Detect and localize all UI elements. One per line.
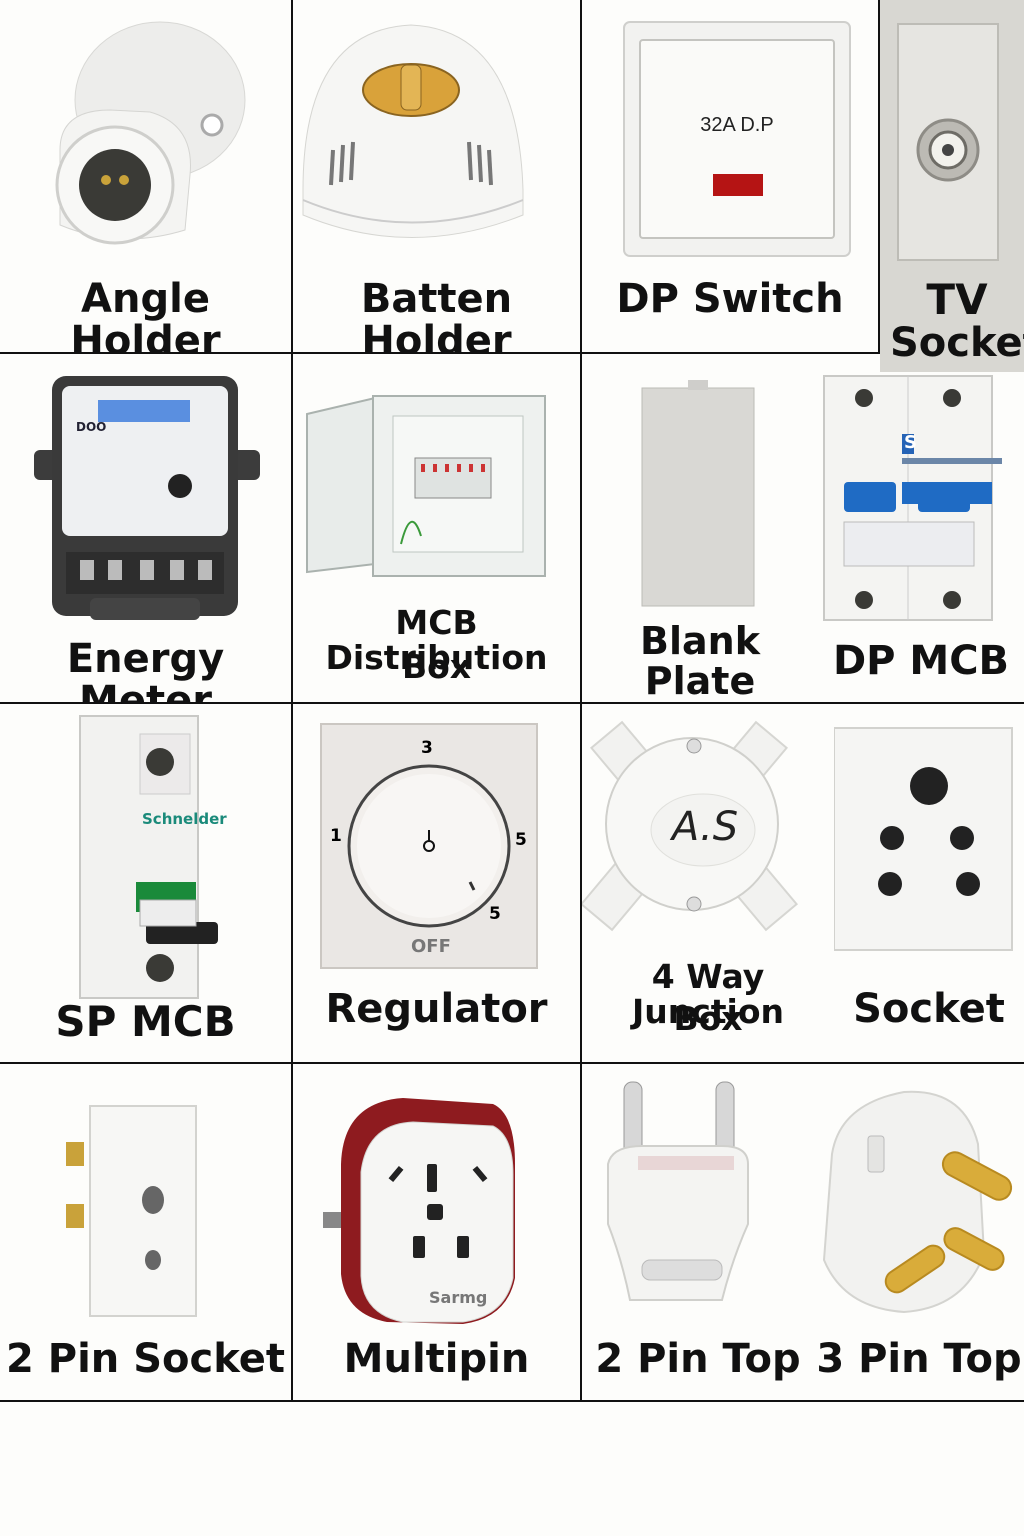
- mcb-distribution-box-cell: MCB Distribution Box: [293, 354, 580, 702]
- multipin-cell: Sarmg Multipin: [293, 1064, 580, 1400]
- blank-plate-label: Blank Plate: [640, 619, 760, 702]
- sp-mcb-brand: Schnelder: [142, 810, 227, 828]
- three-pin-top-image: [822, 1090, 1013, 1314]
- two-pin-socket-label: 2 Pin Socket: [6, 1336, 285, 1382]
- energy-meter-brand: DOO: [76, 420, 107, 434]
- dp-mcb-image: [823, 375, 1002, 621]
- regulator-dial-right: 5: [515, 830, 527, 850]
- tv-socket-image: [897, 23, 999, 261]
- sp-mcb-cell: Schnelder SP MCB: [0, 704, 291, 1062]
- regulator-cell: 3 1 5 5 OFF Regulator: [293, 704, 580, 1062]
- two-pin-top-label: 2 Pin Top: [595, 1336, 801, 1382]
- junction-box-cell: A.S 4 Way Junction Box: [582, 704, 834, 1062]
- tv-socket-label-line1: TV: [926, 275, 988, 324]
- socket-label: Socket: [853, 986, 1005, 1032]
- dp-mcb-brand-mark: S: [904, 432, 917, 453]
- regulator-dial-left: 1: [330, 826, 342, 846]
- sp-mcb-label: SP MCB: [55, 997, 236, 1046]
- blank-plate-cell: Blank Plate: [582, 354, 818, 702]
- dp-switch-image: [623, 21, 851, 257]
- energy-meter-cell: DOO Energy Meter: [0, 354, 291, 702]
- two-pin-socket-cell: 2 Pin Socket: [0, 1064, 291, 1400]
- socket-cell: Socket: [834, 704, 1024, 1062]
- mcb-distribution-box-label-line2: Box: [401, 647, 472, 686]
- grid-divider: [0, 352, 880, 354]
- dp-switch-cell: 32A D.P DP Switch: [582, 0, 878, 352]
- grid-divider: [580, 0, 582, 1400]
- regulator-label: Regulator: [325, 986, 548, 1032]
- regulator-dial-lower-right: 5: [489, 904, 501, 924]
- dp-switch-label: DP Switch: [616, 276, 844, 322]
- blank-plate-image: [641, 380, 755, 607]
- mcb-distribution-box-image: [306, 395, 546, 577]
- two-pin-top-image: [607, 1081, 749, 1301]
- sp-mcb-image: [79, 715, 218, 999]
- dp-mcb-label: DP MCB: [832, 638, 1010, 684]
- dp-mcb-cell: S DP MCB: [818, 354, 1024, 702]
- regulator-image: [320, 723, 538, 969]
- batten-holder-label: Batten Holder: [360, 276, 513, 352]
- grid-divider: [878, 0, 880, 352]
- three-pin-top-cell: 3 Pin Top: [814, 1064, 1024, 1400]
- energy-meter-image: [34, 376, 260, 620]
- regulator-dial-off: OFF: [411, 936, 451, 957]
- multipin-brand: Sarmg: [429, 1288, 488, 1307]
- junction-box-text: A.S: [671, 804, 739, 850]
- batten-holder-cell: Batten Holder: [293, 0, 580, 352]
- junction-box-image: [582, 720, 799, 932]
- junction-box-label-line1: 4 Way Junction: [631, 957, 785, 1031]
- tv-socket-label-line2: Socket: [890, 320, 1024, 366]
- batten-holder-image: [302, 24, 524, 238]
- angle-holder-label: Angle Holder: [70, 276, 221, 352]
- two-pin-top-cell: 2 Pin Top: [582, 1064, 814, 1400]
- two-pin-socket-image: [66, 1105, 197, 1317]
- grid-divider: [0, 1062, 1024, 1064]
- multipin-image: [323, 1098, 515, 1324]
- angle-holder-cell: Angle Holder: [0, 0, 291, 352]
- regulator-dial-top: 3: [421, 738, 433, 758]
- three-pin-top-label: 3 Pin Top: [816, 1336, 1022, 1382]
- grid-divider: [0, 702, 1024, 704]
- dp-switch-rating-text: 32A D.P: [700, 114, 774, 136]
- tv-socket-cell: TV Socket: [880, 0, 1024, 372]
- multipin-label: Multipin: [343, 1336, 530, 1382]
- socket-image: [834, 727, 1013, 951]
- junction-box-label-line2: Box: [673, 999, 743, 1038]
- grid-divider: [0, 1400, 1024, 1402]
- energy-meter-label: Energy Meter: [66, 636, 225, 702]
- angle-holder-image: [55, 21, 246, 245]
- grid-divider: [291, 0, 293, 1400]
- mcb-distribution-box-label-line1: MCB Distribution: [325, 603, 548, 677]
